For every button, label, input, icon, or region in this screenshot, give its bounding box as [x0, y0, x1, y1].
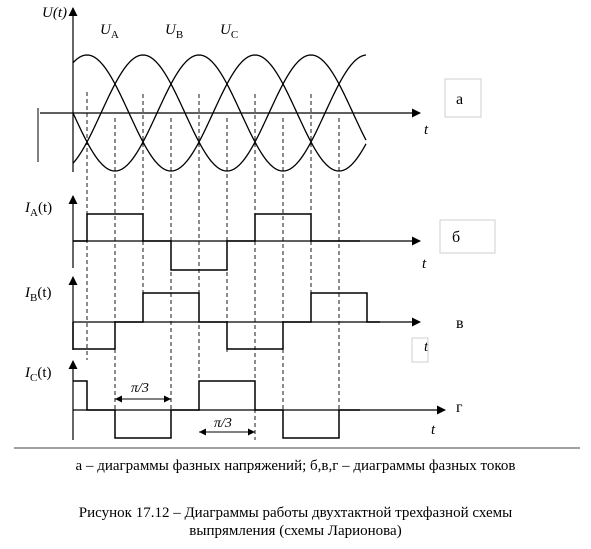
plot-v-ylabel: IB(t): [24, 285, 52, 304]
plot-b-xlabel: t: [422, 256, 427, 272]
figure-caption-line2: выпрямления (схемы Ларионова): [189, 523, 402, 539]
voltage-curve-uc: [72, 54, 367, 172]
pi3-label-right: π/3: [214, 416, 232, 431]
series-label-ua: UA: [100, 22, 119, 41]
panel-box-b: [439, 219, 496, 254]
plot-b-current-ia: IA(t) t б: [24, 195, 496, 272]
plot-a-voltages: U(t) UA UB UC t а: [37, 5, 482, 172]
plot-v-current-ib: IB(t) t в: [24, 276, 464, 363]
series-label-ub: UB: [165, 22, 183, 41]
plot-g-ylabel: IC(t): [24, 365, 52, 384]
plot-a-ylabel: U(t): [42, 5, 67, 21]
figure-caption-line1: Рисунок 17.12 – Диаграммы работы двухтак…: [78, 505, 513, 521]
current-waveform-ia: [73, 213, 360, 271]
plot-g-current-ic: IC(t) t г π/3 π/3: [24, 360, 463, 440]
panel-letter-v: в: [456, 315, 464, 332]
panel-letter-a: а: [456, 91, 463, 108]
pi3-label-left: π/3: [131, 381, 149, 396]
plot-a-xlabel: t: [424, 122, 429, 138]
guide-lines: [86, 92, 340, 440]
plot-b-ylabel: IA(t): [24, 200, 52, 219]
plot-v-xlabel: t: [424, 339, 429, 355]
voltage-curve-ua: [72, 54, 367, 172]
panel-letter-g: г: [456, 399, 463, 416]
panel-letter-b: б: [452, 229, 460, 246]
current-waveform-ib: [72, 292, 380, 350]
current-waveform-ic: [73, 380, 360, 439]
caption-legend: а – диаграммы фазных напряжений; б,в,г –…: [75, 458, 516, 474]
voltage-curve-ub: [72, 54, 367, 172]
panel-box-a: [444, 78, 482, 118]
plot-g-xlabel: t: [431, 422, 436, 438]
series-label-uc: UC: [220, 22, 238, 41]
panel-box-v: [411, 337, 429, 363]
